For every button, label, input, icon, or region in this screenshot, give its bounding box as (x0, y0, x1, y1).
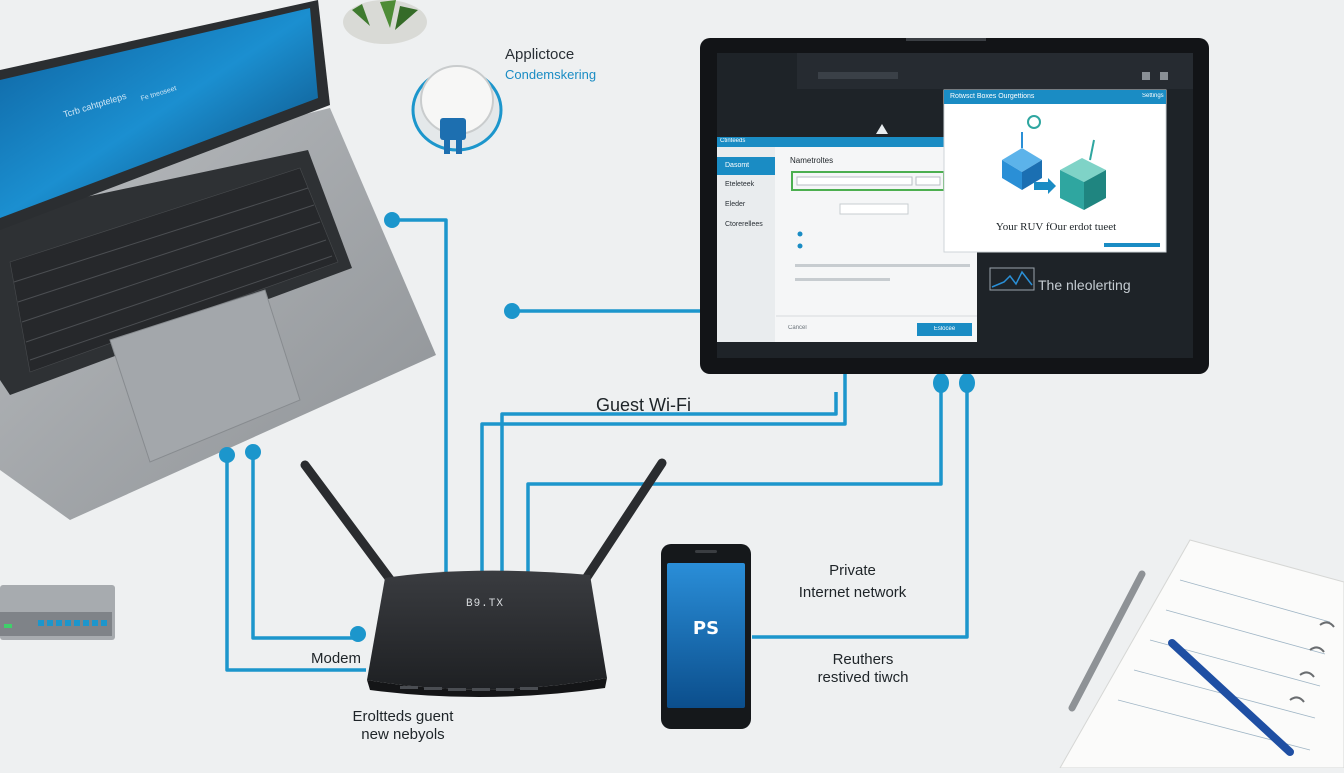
router-brand: Β9.ΤΧ (465, 598, 504, 610)
app-label: Applictoce Condemskering (505, 45, 625, 85)
guest-network-label: Eroltteds guent new nebyols (333, 708, 473, 744)
network-switch-icon (0, 585, 115, 640)
pen-icon (1068, 570, 1294, 756)
cable-reel-icon (411, 65, 503, 154)
dialog-link[interactable]: Settings (1142, 93, 1164, 99)
network-cables (225, 218, 969, 672)
notebook-icon (1059, 539, 1344, 769)
sidebar-item-4[interactable]: Ctorerellees (725, 221, 763, 228)
smartphone (661, 544, 751, 729)
private-network-line1: Private (829, 562, 876, 579)
private-network-label: Private Internet network (780, 560, 925, 604)
app-title: Applictoce (505, 46, 575, 63)
phone-logo-icon: PS (692, 618, 720, 639)
sidebar-item-1[interactable]: Dasomt (725, 162, 750, 169)
sidebar-item-3[interactable]: Eleder (725, 201, 746, 208)
guest-network-line1: Eroltteds guent (352, 708, 454, 725)
private-network-line2: Internet network (798, 584, 907, 601)
settings-heading: Nametroltes (790, 156, 834, 165)
routers-line1: Reuthers (832, 651, 894, 668)
cable-connectors (219, 212, 975, 642)
panel-cancel[interactable]: Cancel (788, 325, 807, 331)
routers-label: Reuthers restived tiwch (788, 651, 938, 687)
guest-network-line2: new nebyols (361, 726, 445, 743)
sidebar-item-2[interactable]: Eteleteek (725, 181, 755, 188)
routers-line2: restived tiwch (817, 669, 909, 686)
line-chart-icon (989, 267, 1035, 291)
guest-wifi-label: Guest Wi-Fi (596, 395, 692, 415)
modem-label: Modem (310, 650, 362, 667)
dialog-title: Rotwsct Boxes Ourgettions (950, 93, 1035, 100)
router (300, 458, 667, 698)
plant-icon (343, 0, 427, 44)
dialog-caption: Your RUV fOur erdot tueet (995, 221, 1117, 233)
setup-dialog (943, 89, 1167, 253)
app-subtitle: Condemskering (505, 67, 597, 82)
tablet-status-text: The nleolerting (1038, 277, 1131, 293)
panel-primary-button[interactable]: Eslocee (933, 326, 956, 332)
panel-tab[interactable]: Ctinteeds (720, 138, 746, 144)
laptop (0, 0, 436, 520)
